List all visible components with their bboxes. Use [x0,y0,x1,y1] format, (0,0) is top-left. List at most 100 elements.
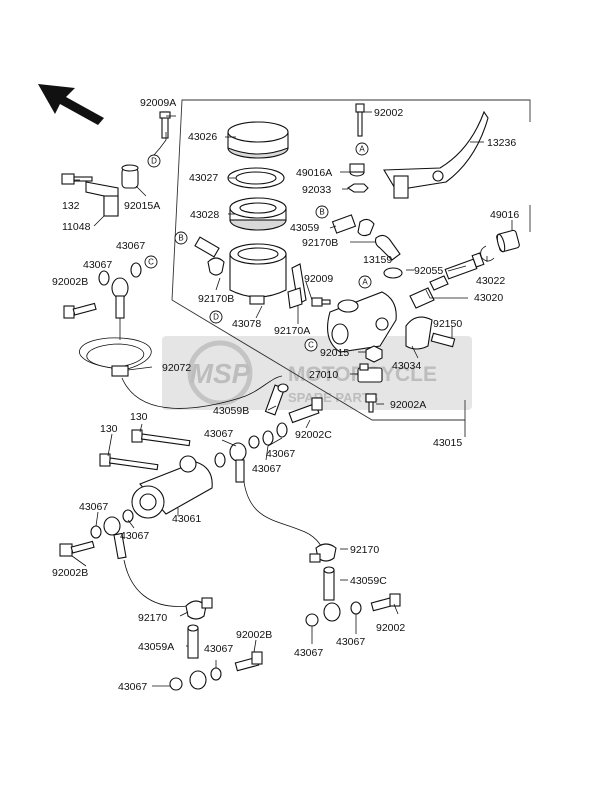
label-43059a: 43059A [138,641,174,653]
label-92033: 92033 [302,184,331,196]
label-92002a: 92002A [390,399,426,411]
label-43027: 43027 [189,172,218,184]
washers-bottom-left [169,667,222,691]
label-43078: 43078 [232,318,261,330]
label-92009a: 92009A [140,97,176,109]
leader-lines [71,111,513,687]
label-92072: 92072 [162,362,191,374]
label-43067-h: 43067 [294,647,323,659]
reservoir-cap [227,121,289,159]
bushing-49016 [496,229,520,253]
svg-text:B: B [319,208,324,217]
label-43026: 43026 [188,131,217,143]
label-43020: 43020 [474,292,503,304]
label-92002b-bottom: 92002B [236,629,272,641]
label-49016: 49016 [490,209,519,221]
brake-hose-left [123,559,189,607]
diaphragm [229,197,287,231]
label-43034: 43034 [392,360,421,372]
piston-assembly [409,252,485,309]
screw-92002-top [355,103,365,137]
reservoir [229,243,287,305]
label-92170-left: 92170 [138,612,167,624]
brake-hose-right [243,481,327,555]
pivot-49016a [349,163,365,177]
label-43067-a: 43067 [116,240,145,252]
label-11048: 11048 [62,221,91,233]
reference-markers: D A B B C D A C [144,142,372,352]
marker-c-mid: C [304,338,318,352]
label-92055: 92055 [414,265,443,277]
washers-left-upper [98,262,142,286]
bolt-92002b-left [63,302,97,319]
marker-a-top: A [355,142,369,156]
fitting-43059a [187,624,199,659]
svg-text:A: A [359,145,365,154]
diaphragm-plate [227,167,285,189]
label-92170-right: 92170 [350,544,379,556]
banjo-mid [229,435,260,483]
brake-hose-upper [121,375,283,409]
svg-text:C: C [148,258,154,267]
clip-43022 [480,245,495,262]
fitting-43059-right [331,214,375,237]
fitting-43059b [264,383,289,416]
label-92002-top: 92002 [374,107,403,119]
joint-43061 [131,455,213,519]
label-43015: 43015 [433,437,462,449]
svg-text:D: D [213,313,219,322]
cable-tie-92072 [79,337,152,377]
nut-92015 [365,345,383,363]
label-27010: 27010 [309,369,338,381]
part-labels: 92009A 43026 92002 13236 43027 49016A 92… [52,97,519,693]
screw-92009a [159,111,171,139]
direction-arrow-icon [38,84,104,125]
bolt-130-lower [99,453,159,471]
marker-link [153,132,167,156]
label-92002-bottom: 92002 [376,622,405,634]
label-92009: 92009 [304,273,333,285]
label-43067-e: 43067 [266,448,295,460]
nut-92033 [347,183,369,193]
fitting-43059c [323,566,335,601]
svg-text:A: A [362,278,368,287]
bolt-92002b-mid [59,540,95,557]
clamp-92170b-left [207,257,225,276]
label-43067-i: 43067 [336,636,365,648]
label-92002b-left: 92002B [52,276,88,288]
o-ring-13159 [383,267,403,279]
label-132: 132 [62,200,80,212]
label-92002b-mid: 92002B [52,567,88,579]
banjo-left-lower [90,509,134,560]
marker-c-left: C [144,255,158,269]
washers-bottom-right [305,601,362,627]
bolt-132 [61,173,93,185]
screw-92002a [365,393,377,413]
label-92170b-left: 92170B [198,293,234,305]
bolt-130-upper [131,429,191,447]
label-13236: 13236 [487,137,516,149]
banjo-left-upper [111,277,129,340]
clamp-43034 [405,316,456,350]
bolt-92002b-bottom [234,651,263,672]
watermark-line2: SPARE PARTS [288,390,379,405]
label-43061: 43061 [172,513,201,525]
label-43067-d: 43067 [252,463,281,475]
bolt-92002c [288,397,323,424]
label-92170a: 92170A [274,325,310,337]
marker-d-mid: D [209,310,223,324]
svg-text:C: C [308,341,314,350]
label-43022: 43022 [476,275,505,287]
marker-b-right: B [315,205,329,219]
brake-lever [383,110,489,199]
svg-text:B: B [178,234,183,243]
label-130-b: 130 [100,423,118,435]
label-43067-j: 43067 [204,643,233,655]
label-92015a: 92015A [124,200,160,212]
clamp-92170-right [309,543,337,563]
label-43059c: 43059C [350,575,387,587]
master-cylinder-body [327,291,397,353]
svg-text:D: D [151,157,157,166]
fitting-left [194,236,220,258]
label-43067-g: 43067 [120,530,149,542]
